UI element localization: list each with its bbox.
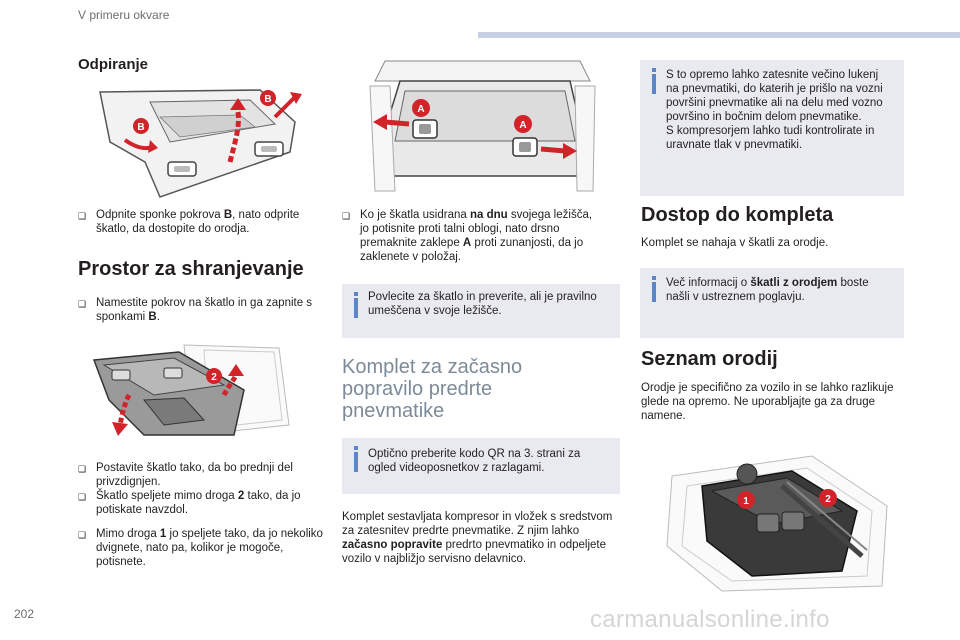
figure-locks: A A xyxy=(365,56,600,196)
info-icon xyxy=(649,68,659,96)
heading-tool-list: Seznam orodij xyxy=(641,348,778,370)
callout-b-right: B xyxy=(264,94,271,105)
checkbox-bullet-icon: ❑ xyxy=(342,211,351,221)
heading-storage: Prostor za shranjevanje xyxy=(78,258,304,280)
step-lock-box: ❑ Ko je škatla usidrana na dnu svojega l… xyxy=(342,209,593,263)
note-check-seated: Povlecite za škatlo in preverite, ali je… xyxy=(342,284,620,338)
heading-repair-kit: Komplet za začasno popravilo predrte pne… xyxy=(342,356,523,422)
step-unclip-lid: ❑ Odpnite sponke pokrova B, nato odprite… xyxy=(78,209,300,235)
checkbox-bullet-icon: ❑ xyxy=(78,530,87,540)
page-number: 202 xyxy=(14,607,35,621)
checkbox-bullet-icon: ❑ xyxy=(78,464,87,474)
figure-open-lid: B B xyxy=(90,82,310,202)
callout-2-tools: 2 xyxy=(825,494,831,505)
note-qr-code: Optično preberite kodo QR na 3. strani z… xyxy=(342,438,620,494)
note-sealing-capability: S to opremo lahko zatesnite večino luken… xyxy=(640,60,904,196)
step-lift-front: ❑ Postavite škatlo tako, da bo prednji d… xyxy=(78,462,293,488)
step-fit-lid: ❑ Namestite pokrov na škatlo in ga zapni… xyxy=(78,297,313,323)
checkbox-bullet-icon: ❑ xyxy=(78,492,87,502)
steps-position-box: ❑ Postavite škatlo tako, da bo prednji d… xyxy=(78,461,328,517)
callout-2-storage: 2 xyxy=(211,372,217,383)
info-icon xyxy=(351,292,361,320)
note-toolbox-info: Več informacij o škatli z orodjem boste … xyxy=(640,268,904,338)
section-header: V primeru okvare xyxy=(78,8,170,22)
kit-description: Komplet sestavljata kompresor in vložek … xyxy=(342,511,613,565)
heading-kit-access: Dostop do kompleta xyxy=(641,204,834,226)
heading-opening: Odpiranje xyxy=(78,56,149,73)
info-icon xyxy=(649,276,659,304)
callout-a-right: A xyxy=(519,120,526,131)
watermark: carmanualsonline.info xyxy=(590,606,830,633)
callout-a-left: A xyxy=(417,104,424,115)
checkbox-bullet-icon: ❑ xyxy=(78,299,87,309)
info-icon xyxy=(351,446,361,474)
figure-box-storage: 2 xyxy=(84,340,294,440)
callout-b-left: B xyxy=(137,122,144,133)
step-pass-bar-1: ❑ Mimo droga 1 jo speljete tako, da jo n… xyxy=(78,528,323,568)
header-bar xyxy=(478,32,960,38)
kit-location-text: Komplet se nahaja v škatli za orodje. xyxy=(641,237,829,249)
figure-tool-list: 1 2 xyxy=(662,446,892,596)
checkbox-bullet-icon: ❑ xyxy=(78,211,87,221)
callout-1-tools: 1 xyxy=(743,496,749,507)
step-pass-bar-2: ❑ Škatlo speljete mimo droga 2 tako, da … xyxy=(78,490,301,516)
tool-list-text: Orodje je specifično za vozilo in se lah… xyxy=(641,382,894,422)
